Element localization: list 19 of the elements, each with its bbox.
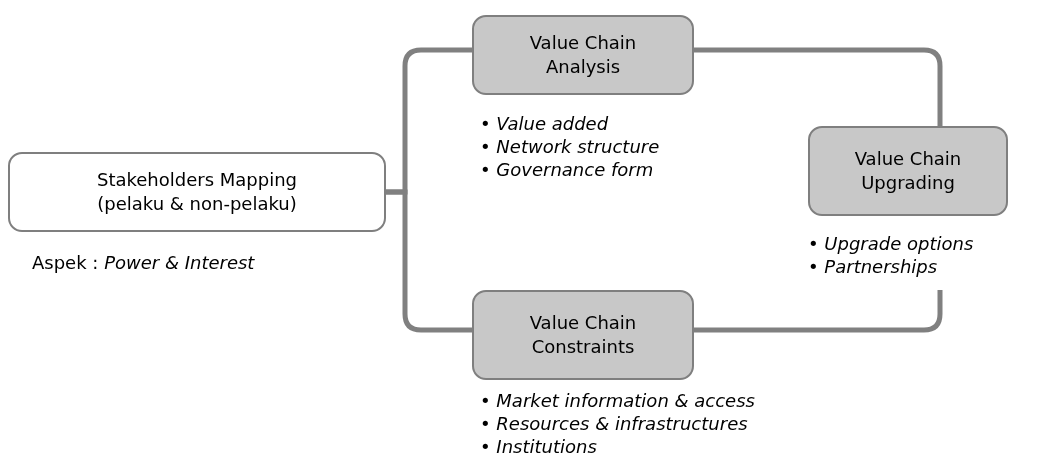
process-box <box>808 126 1008 216</box>
box-label: Stakeholders Mapping (pelaku & non-pelaku) <box>95 168 298 216</box>
bullet-item: • Institutions <box>480 436 597 457</box>
box-label: Value Chain Constraints <box>528 311 638 359</box>
bullet-item: • Upgrade options <box>808 233 974 254</box>
bullet-item: • Network structure <box>480 136 660 157</box>
bullet-item: • Market information & access <box>480 390 755 411</box>
connector-line <box>694 47 943 126</box>
bullet-item: • Value added <box>480 113 609 134</box>
bullet-item: • Governance form <box>480 159 654 180</box>
process-box <box>472 15 694 95</box>
bullet-item: • Resources & infrastructures <box>480 413 748 434</box>
connector-line <box>386 189 472 333</box>
box-label: Value Chain Analysis <box>528 31 638 79</box>
aspect-note: Aspek : Power & Interest <box>32 252 255 273</box>
process-box <box>472 290 694 380</box>
bullet-item: • Partnerships <box>808 256 938 277</box>
box-label: Value Chain Upgrading <box>853 147 963 195</box>
rounded-box <box>8 152 386 232</box>
